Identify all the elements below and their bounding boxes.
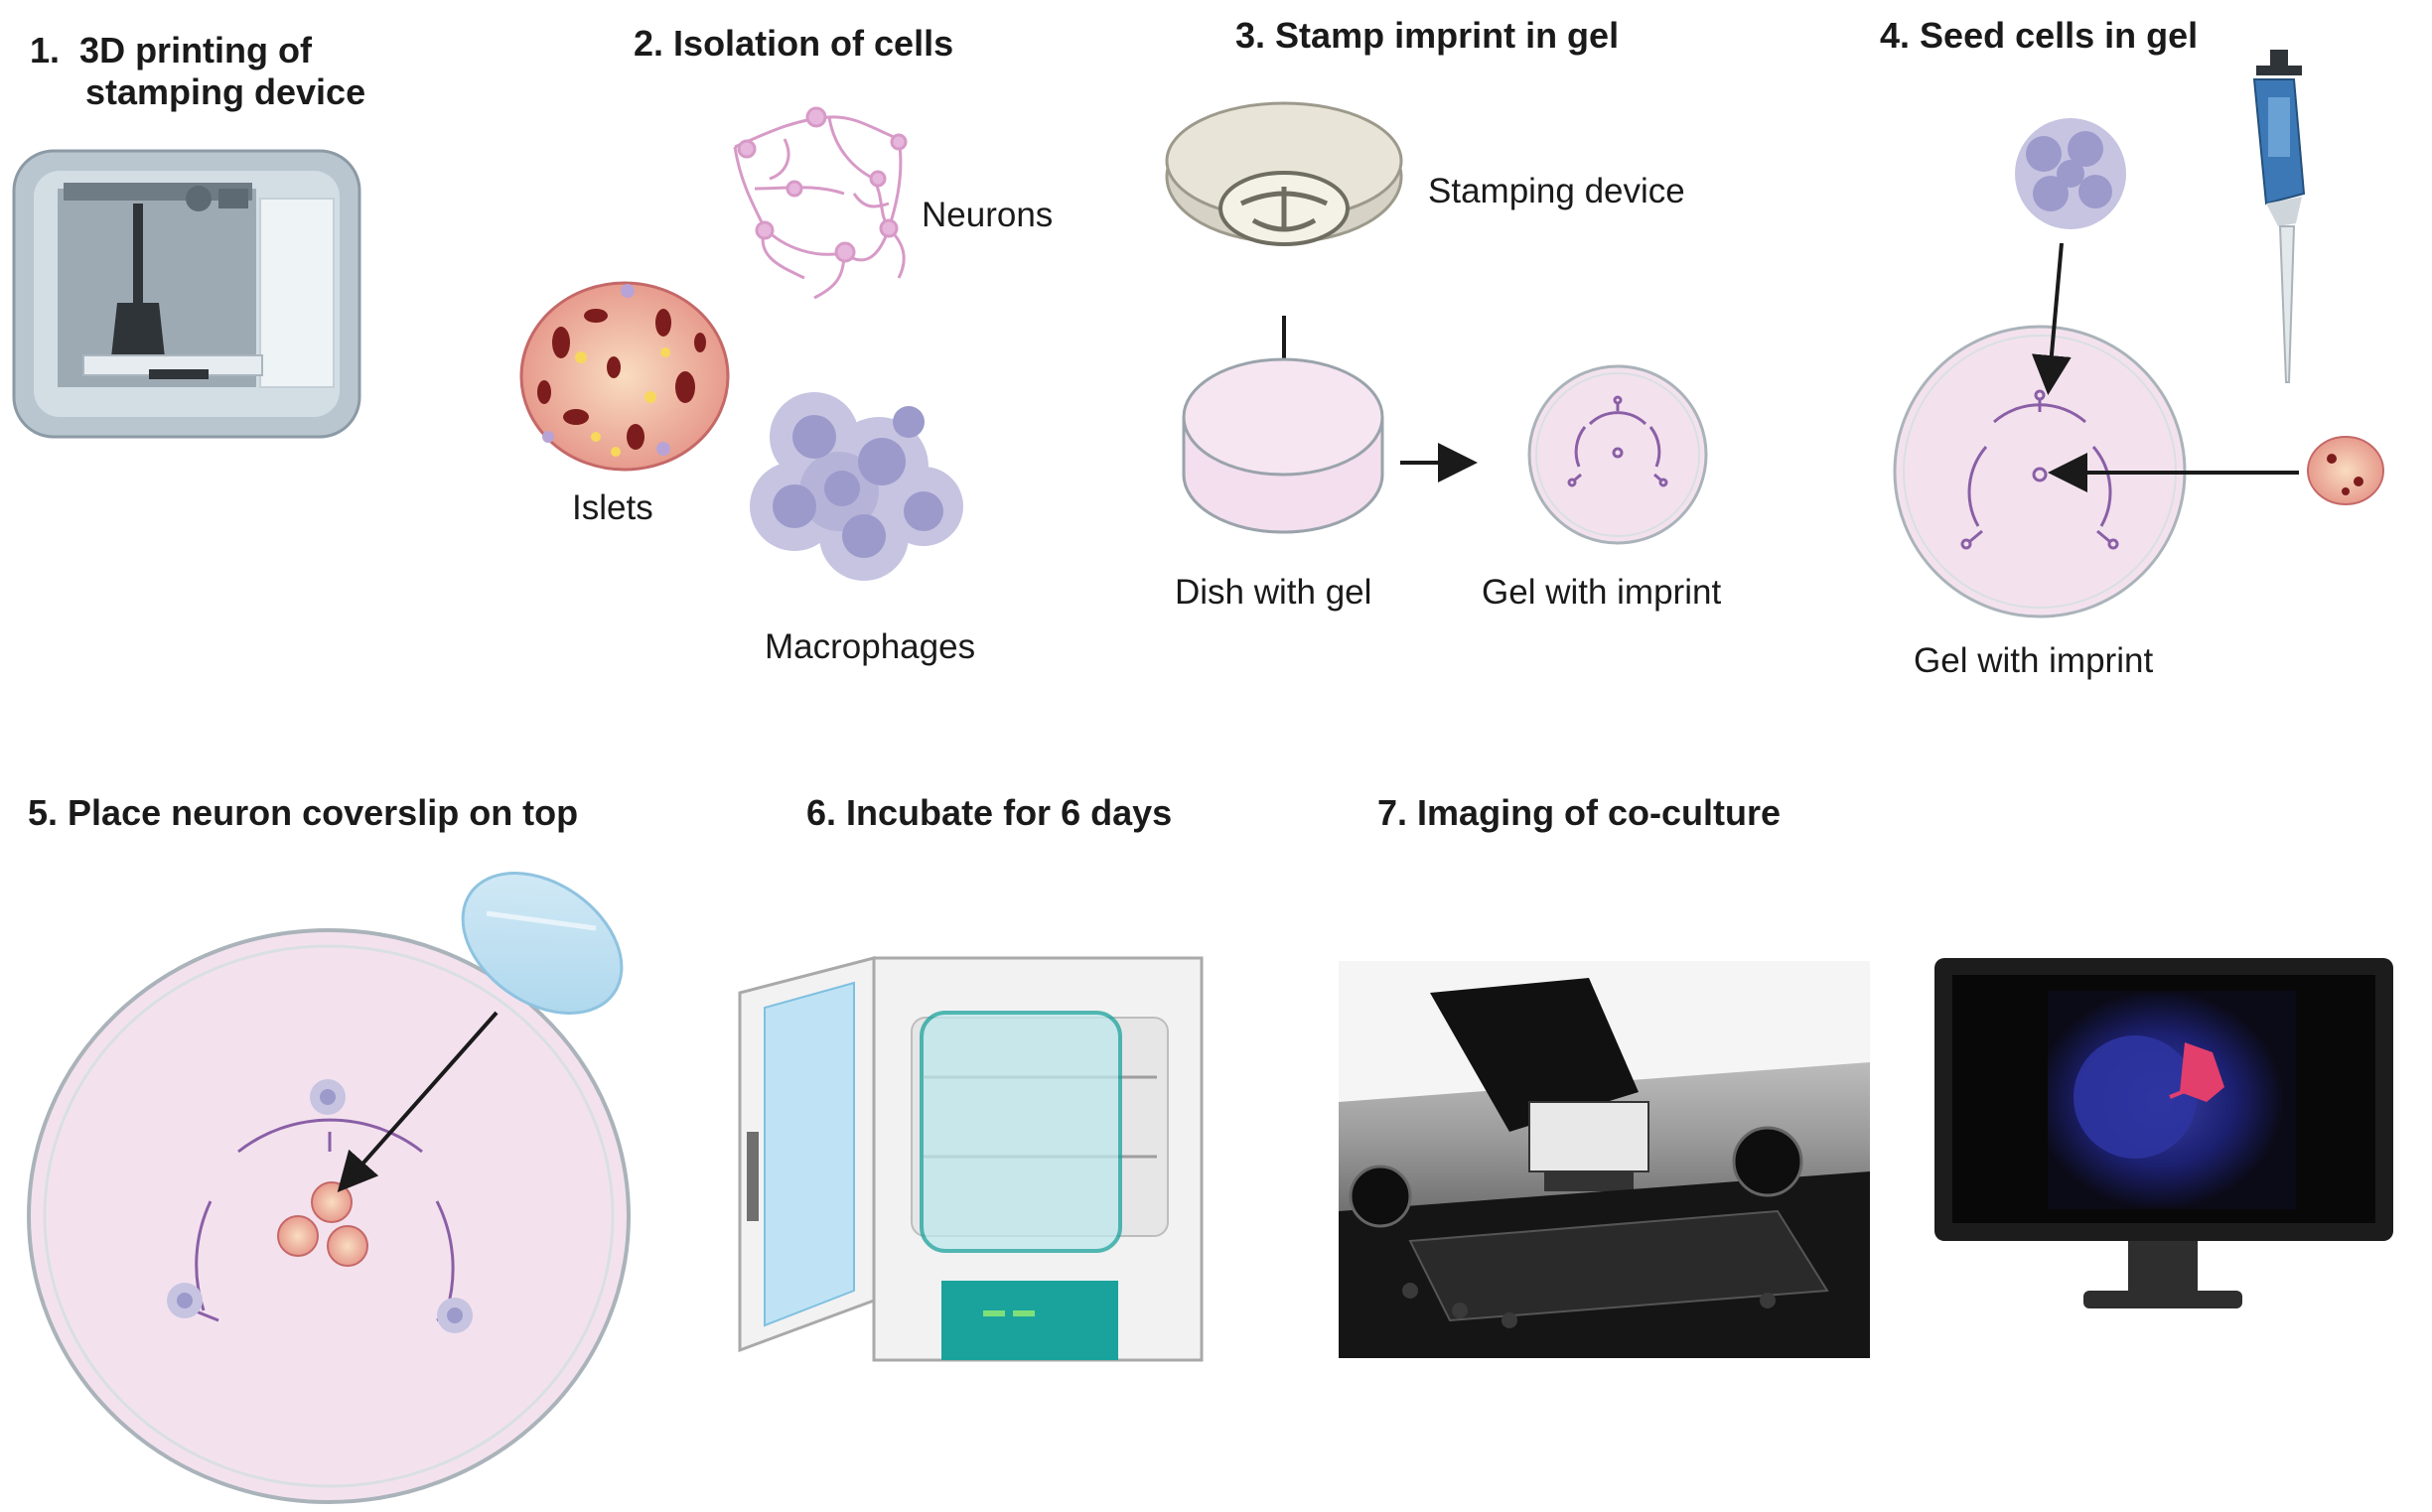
step-7-title: 7. Imaging of co-culture [1377, 792, 1781, 834]
monitor-icon [1934, 958, 2393, 1308]
islet-icon [519, 281, 730, 472]
microscope-photo [1339, 961, 1870, 1358]
gel-with-imprint-label-2: Gel with imprint [1914, 641, 2154, 680]
3d-printer-icon [12, 149, 361, 439]
coverslip-icon [461, 872, 624, 1015]
step-5-number: 5. [28, 792, 59, 833]
stamping-device-label: Stamping device [1428, 172, 1685, 210]
step-3-title-text: Stamp imprint in gel [1275, 15, 1620, 56]
step-6-number: 6. [806, 792, 837, 833]
step-3-title: 3. Stamp imprint in gel [1235, 15, 1619, 57]
small-islet-icon [2307, 436, 2384, 505]
macrophages-label: Macrophages [765, 627, 976, 666]
incubator-icon [738, 956, 1204, 1362]
arrow-coverslip-to-islets [337, 1011, 499, 1192]
step-1-title: 1. 3D printing of stamping device [30, 30, 365, 113]
stamping-device-icon [1165, 101, 1403, 246]
islets-label: Islets [572, 488, 653, 527]
neurons-label: Neurons [922, 196, 1054, 234]
step-4-title-text: Seed cells in gel [1920, 15, 2199, 56]
step-1-title-line1: 3D printing of [79, 30, 313, 70]
step-7-title-text: Imaging of co-culture [1417, 792, 1782, 833]
gel-with-imprint-label: Gel with imprint [1482, 573, 1722, 612]
large-gel-dish-icon [27, 928, 631, 1504]
neurons-icon [733, 106, 908, 300]
step-1-number: 1. [30, 30, 61, 70]
step-6-title: 6. Incubate for 6 days [806, 792, 1172, 834]
step-6-title-text: Incubate for 6 days [846, 792, 1173, 833]
macrophages-icon [750, 392, 963, 581]
petri-dish-gel-icon [1182, 357, 1384, 534]
arrow-seed-macrophages [2031, 242, 2072, 395]
step-4-title: 4. Seed cells in gel [1880, 15, 2198, 57]
step-2-number: 2. [634, 23, 664, 64]
step-1-title-line2: stamping device [85, 71, 366, 112]
step-2-title-text: Isolation of cells [673, 23, 954, 64]
step-7-number: 7. [1377, 792, 1408, 833]
gel-with-imprint-small-icon [1527, 364, 1708, 545]
step-3-number: 3. [1235, 15, 1266, 56]
step-5-title: 5. Place neuron coverslip on top [28, 792, 578, 834]
dish-with-gel-label: Dish with gel [1175, 573, 1372, 612]
step-5-title-text: Place neuron coverslip on top [68, 792, 579, 833]
step-2-title: 2. Isolation of cells [634, 23, 953, 65]
macrophage-cluster-icon [2015, 118, 2126, 229]
pipette-icon [2252, 50, 2306, 383]
step-4-number: 4. [1880, 15, 1911, 56]
